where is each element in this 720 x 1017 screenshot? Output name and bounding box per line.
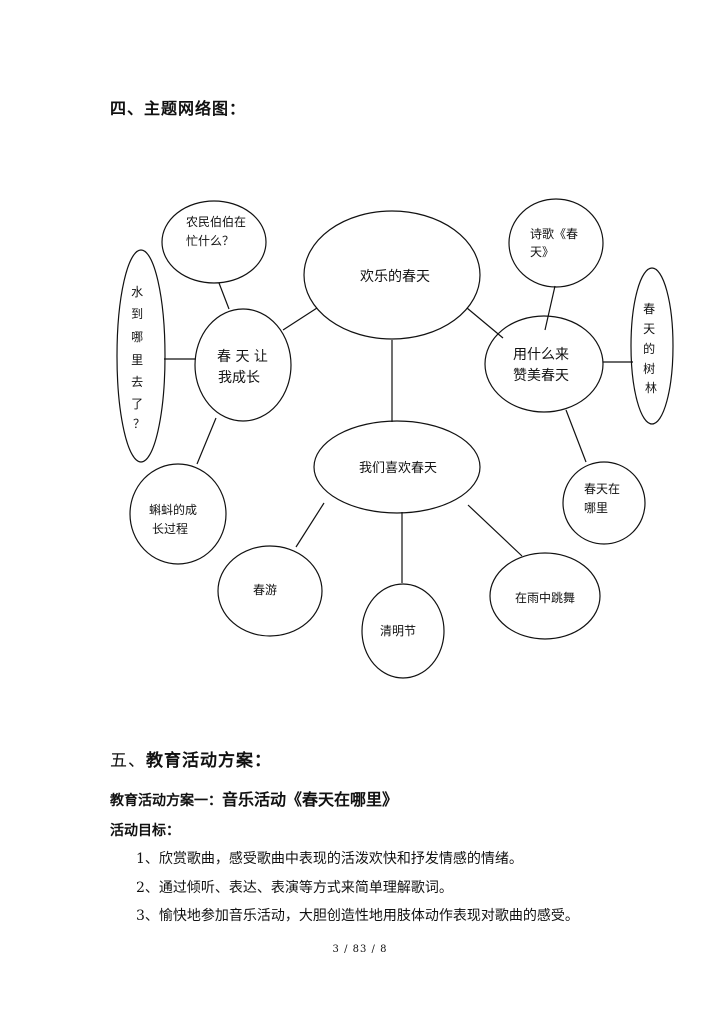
activity-goal-item: 3、愉快地参加音乐活动，大胆创造性地用肢体动作表现对歌曲的感受。: [136, 908, 579, 924]
connector-like-dance: [467, 504, 523, 557]
node-growth-label: 春 天 让 我成长: [217, 349, 272, 386]
node-woods-char: 林: [645, 381, 657, 395]
activity-goal-item: 2、通过倾听、表达、表演等方式来简单理解歌词。: [136, 880, 453, 896]
node-growth: [194, 308, 292, 422]
node-farmer-line2: 忙什么？: [186, 234, 234, 248]
activity-goals-label: 活动目标：: [110, 823, 180, 839]
node-praise: [484, 315, 604, 413]
node-farmer: [161, 200, 267, 284]
node-where-line2: 哪里: [584, 501, 608, 515]
node-water-char: ？: [133, 417, 145, 431]
plan-name: 音乐活动《春天在哪里》: [222, 790, 399, 809]
node-praise-label: 用什么来 赞美春天: [513, 347, 573, 384]
node-where: [562, 461, 646, 545]
connector-praise-where: [565, 409, 587, 463]
node-qingming-label: 清明节: [380, 624, 416, 638]
node-poem-label: 诗歌《春 天》: [530, 226, 582, 259]
node-dance: [489, 552, 601, 640]
connector-growth-farmer: [218, 282, 230, 310]
connector-growth-tadpole: [196, 417, 217, 465]
node-water-char: 水: [131, 285, 143, 299]
node-farmer-label: 农民伯伯在 忙什么？: [186, 214, 250, 248]
node-where-line1: 春天在: [584, 482, 620, 496]
node-praise-line2: 赞美春天: [513, 368, 569, 384]
node-qingming: [361, 583, 445, 679]
section-heading-activity-plan: 五、教育活动方案：: [110, 746, 272, 771]
node-water-char: 了: [131, 397, 143, 411]
node-like: [313, 420, 481, 514]
topic-web-diagram: 欢乐的春天 春 天 让 我成长 用什么来 赞美春天 我们喜欢春天 农民伯伯在 忙…: [116, 198, 674, 679]
node-like-label: 我们喜欢春天: [359, 461, 437, 476]
node-woods-char: 树: [643, 361, 655, 376]
node-woods-char: 天: [643, 322, 655, 336]
node-tadpole-line2: 长过程: [152, 521, 188, 536]
node-growth-line2: 我成长: [218, 370, 260, 386]
node-water-label: 水 到 哪 里 去 了 ？: [131, 285, 147, 431]
node-growth-line1: 春 天 让: [217, 349, 268, 365]
node-tadpole: [129, 463, 227, 565]
node-dance-label: 在雨中跳舞: [515, 590, 575, 605]
node-poem-line1: 诗歌《春: [530, 226, 578, 241]
node-tadpole-line1: 蝌蚪的成: [149, 502, 197, 517]
connector-center-growth: [282, 307, 318, 331]
node-outing: [217, 545, 323, 637]
node-praise-line1: 用什么来: [513, 347, 569, 363]
connector-center-praise: [466, 307, 504, 339]
node-farmer-line1: 农民伯伯在: [186, 214, 246, 229]
section5-title: 教育活动方案：: [146, 751, 272, 771]
node-water: [116, 249, 166, 463]
node-center: [303, 210, 481, 340]
plan-prefix: 教育活动方案一：: [110, 793, 222, 809]
node-poem: [508, 198, 604, 288]
node-woods-label: 春 天 的 树 林: [643, 302, 659, 395]
node-outing-label: 春游: [253, 583, 277, 597]
activity-goal-item: 1、欣赏歌曲，感受歌曲中表现的活泼欢快和抒发情感的情绪。: [136, 851, 523, 867]
connector-like-outing: [295, 502, 325, 548]
node-water-char: 去: [131, 375, 143, 389]
node-poem-line2: 天》: [530, 245, 554, 259]
node-where-label: 春天在 哪里: [584, 482, 624, 515]
page-number: 3 / 83 / 8: [332, 944, 388, 955]
node-water-char: 哪: [131, 330, 143, 344]
connector-praise-poem: [544, 285, 556, 331]
section-heading-topic-web: 四、主题网络图：: [110, 99, 247, 118]
node-center-label: 欢乐的春天: [360, 269, 430, 285]
node-tadpole-label: 蝌蚪的成 长过程: [149, 502, 201, 536]
node-woods: [630, 267, 674, 425]
node-woods-char: 的: [643, 341, 655, 356]
activity-plan-title: 教育活动方案一：音乐活动《春天在哪里》: [110, 786, 398, 810]
node-water-char: 到: [131, 307, 143, 321]
node-woods-char: 春: [643, 302, 655, 316]
section5-prefix: 五、: [110, 751, 146, 771]
node-water-char: 里: [131, 353, 143, 367]
